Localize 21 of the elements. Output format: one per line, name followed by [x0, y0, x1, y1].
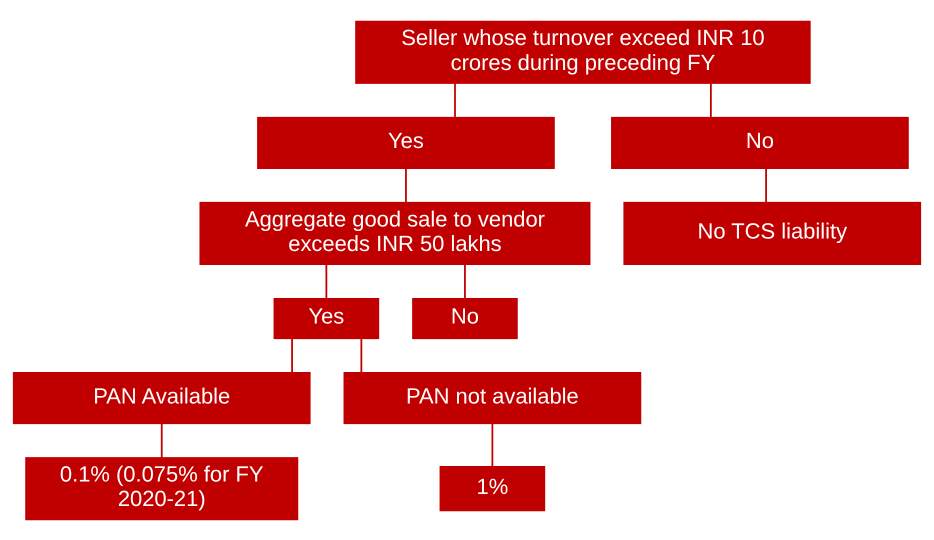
node-box: No	[611, 116, 909, 168]
connector	[710, 83, 712, 117]
node-box: No TCS liability	[623, 201, 922, 264]
connector	[325, 264, 328, 298]
node-box: Seller whose turnover exceed INR 10 crores during preceding FY	[355, 20, 811, 84]
connector	[464, 264, 466, 298]
node-box: Aggregate good sale to vendor exceeds INR 50 lakhs	[199, 201, 590, 264]
connector	[454, 83, 456, 117]
node-box: Yes	[257, 116, 555, 168]
node-box: No	[412, 297, 518, 339]
node-box: PAN Available	[12, 372, 311, 424]
connector	[765, 168, 767, 202]
node-box: PAN not available	[344, 372, 642, 424]
connector	[491, 423, 494, 466]
node-box: 1%	[440, 466, 546, 511]
node-box: Yes	[274, 297, 380, 339]
node-box: 0.1% (0.075% for FY 2020-21)	[25, 456, 298, 520]
connector	[160, 423, 163, 457]
connector	[405, 168, 407, 202]
connector	[360, 338, 362, 372]
connector	[291, 338, 293, 372]
